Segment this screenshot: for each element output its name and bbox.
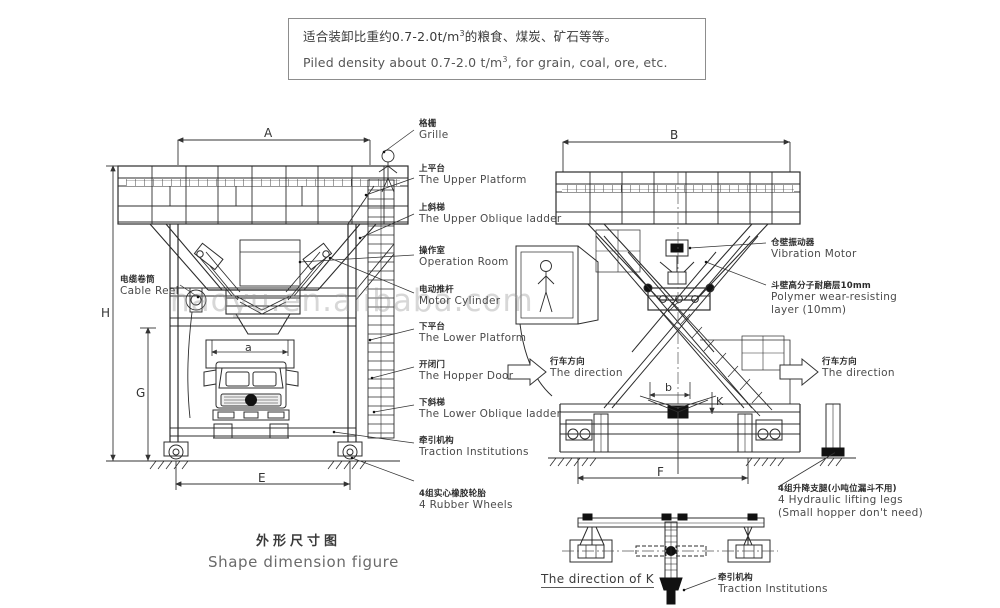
callout-lower-oblique-ladder: 下斜梯 The Lower Oblique ladder bbox=[419, 398, 562, 420]
callout-upper-platform: 上平台 The Upper Platform bbox=[419, 164, 527, 186]
dimension-E: E bbox=[258, 471, 267, 485]
callout-upper-oblique-ladder: 上斜梯 The Upper Oblique ladder bbox=[419, 203, 562, 225]
callout-direction-right: 行车方向 The direction bbox=[822, 357, 895, 379]
dimension-K: K bbox=[716, 395, 724, 408]
callout-polymer-layer: 斗壁高分子耐磨层10mm Polymer wear-resisting laye… bbox=[771, 281, 898, 316]
callout-operation-room: 操作室 Operation Room bbox=[419, 246, 509, 268]
dimension-B: B bbox=[670, 128, 679, 142]
callout-cable-reel: 电缆卷筒 Cable Reel bbox=[120, 275, 179, 297]
callout-hydraulic-legs: 4组升降支腿(小吨位漏斗不用) 4 Hydraulic lifting legs… bbox=[778, 484, 924, 519]
callout-traction-institutions: 牵引机构 Traction Institutions bbox=[419, 436, 529, 458]
callout-lower-platform: 下平台 The Lower Platform bbox=[419, 322, 527, 344]
callout-grille: 格栅 Grille bbox=[419, 119, 449, 141]
callout-motor-cylinder: 电动推杆 Motor Cylinder bbox=[419, 285, 501, 307]
callout-rubber-wheels: 4组实心橡胶轮胎 4 Rubber Wheels bbox=[419, 489, 513, 511]
dimension-a: a bbox=[245, 341, 253, 354]
dimension-H: H bbox=[101, 306, 111, 320]
dimension-F: F bbox=[657, 465, 665, 479]
figure-title-en: Shape dimension figure bbox=[208, 553, 399, 571]
note-box: 适合装卸比重约0.7-2.0t/m3的粮食、煤炭、矿石等等。 Piled den… bbox=[288, 18, 706, 80]
dimension-A: A bbox=[264, 126, 273, 140]
note-text-cn: 适合装卸比重约0.7-2.0t/m3的粮食、煤炭、矿石等等。 bbox=[303, 29, 618, 45]
figure-title-cn: 外形尺寸图 bbox=[256, 534, 342, 549]
callout-hopper-door: 开闭门 The Hopper Door bbox=[419, 360, 514, 382]
dimension-G: G bbox=[136, 386, 146, 400]
callout-traction-bottom: 牵引机构 Traction Institutions bbox=[718, 573, 828, 595]
dimension-b: b bbox=[665, 381, 673, 394]
callout-vibration-motor: 仓壁振动器 Vibration Motor bbox=[771, 238, 857, 260]
note-text-en: Piled density about 0.7-2.0 t/m3, for gr… bbox=[303, 55, 668, 71]
k-view-caption: The direction of K bbox=[541, 572, 654, 588]
callout-direction-left: 行车方向 The direction bbox=[550, 357, 623, 379]
